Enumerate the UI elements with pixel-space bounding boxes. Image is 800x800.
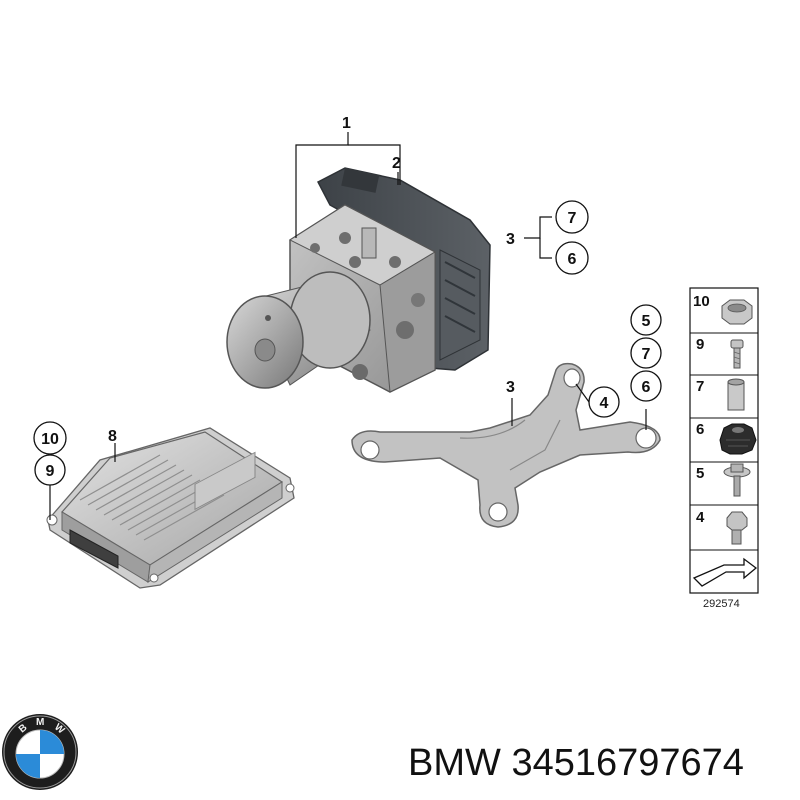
circle-callout-6-upper: 6 [555, 241, 589, 275]
svg-text:6: 6 [642, 379, 651, 396]
svg-text:M: M [36, 717, 44, 728]
brand-name: BMW [408, 742, 501, 784]
screw-icon [730, 339, 744, 369]
leader-lines [49, 132, 647, 520]
svg-text:9: 9 [46, 463, 55, 480]
nut-icon [721, 299, 753, 325]
callout-labels: 1 2 3 3 8 7 6 5 7 6 4 10 [33, 115, 662, 486]
circle-callout-10: 10 [33, 421, 67, 455]
flange-bolt-icon [723, 463, 751, 497]
parts-list-number-10: 10 [693, 293, 710, 310]
circle-callout-9: 9 [34, 454, 66, 486]
circle-callout-7-lower: 7 [630, 337, 662, 369]
callout-2: 2 [392, 155, 401, 172]
part-number: 34516797674 [511, 742, 744, 784]
parts-list-number-9: 9 [696, 336, 704, 353]
bushing-icon [727, 378, 745, 411]
circle-callout-7-upper: 7 [555, 200, 589, 234]
svg-text:4: 4 [600, 395, 609, 412]
hex-bolt-icon [726, 511, 748, 545]
callout-3-bracket: 3 [506, 379, 515, 396]
circle-callout-4: 4 [588, 386, 620, 418]
callout-8: 8 [108, 428, 117, 445]
svg-text:10: 10 [41, 431, 59, 448]
parts-list-panel: 10 9 7 6 5 4 [689, 287, 759, 610]
control-module [46, 427, 295, 589]
parts-list-number-6: 6 [696, 421, 704, 438]
circle-callout-5: 5 [630, 304, 662, 336]
circle-callout-6-lower: 6 [630, 370, 662, 402]
bmw-logo: B M W [2, 714, 78, 790]
svg-text:5: 5 [642, 313, 651, 330]
parts-list-number-4: 4 [696, 509, 705, 526]
svg-text:7: 7 [568, 210, 577, 227]
parts-list-number-5: 5 [696, 465, 704, 482]
mounting-bracket [351, 362, 661, 528]
svg-text:6: 6 [568, 251, 577, 268]
callout-1: 1 [342, 115, 351, 132]
pump-motor [226, 271, 371, 389]
brand-part-number: BMW 34516797674 [408, 738, 793, 788]
abs-hydraulic-unit [226, 167, 491, 393]
forward-arrow-icon [692, 557, 758, 587]
callout-3-abs: 3 [506, 231, 515, 248]
rubber-mount-icon [719, 423, 757, 455]
svg-text:7: 7 [642, 346, 651, 363]
parts-list-number-7: 7 [696, 378, 704, 395]
diagram-number: 292574 [703, 598, 740, 610]
